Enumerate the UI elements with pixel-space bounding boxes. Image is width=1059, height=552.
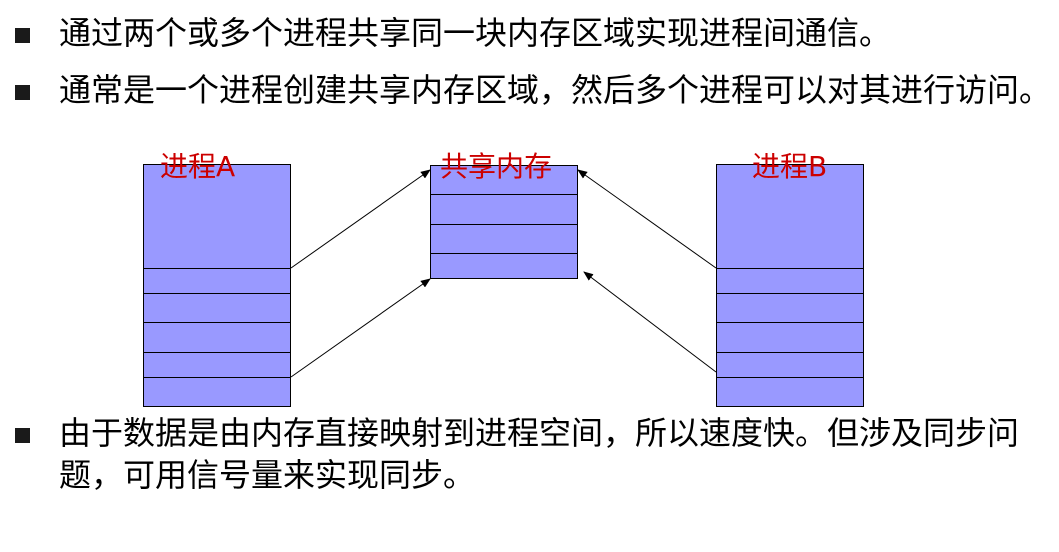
process-b-block [716, 164, 864, 407]
bullet-item-3: 由于数据是由内存直接映射到进程空间，所以速度快。但涉及同步问题，可用信号量来实现… [15, 412, 1055, 496]
process-b-divider [716, 352, 864, 353]
arrow-a-to-shared-top [290, 169, 431, 269]
square-bullet-icon [15, 428, 30, 443]
square-bullet-icon [15, 28, 30, 43]
process-a-divider [143, 268, 291, 269]
process-a-label: 进程A [160, 150, 236, 183]
process-b-divider [716, 268, 864, 269]
process-a-divider [143, 293, 291, 294]
process-a-divider [143, 352, 291, 353]
shared-memory-divider [430, 194, 578, 195]
arrow-a-to-shared-bottom [290, 278, 431, 378]
process-b-divider [716, 293, 864, 294]
process-a-divider [143, 377, 291, 378]
shared-memory-block [430, 165, 578, 279]
process-b-divider [716, 377, 864, 378]
bullet-item-2: 通常是一个进程创建共享内存区域，然后多个进程可以对其进行访问。 [15, 69, 1055, 111]
process-b-divider [716, 322, 864, 323]
shared-memory-divider [430, 224, 578, 225]
process-a-divider [143, 322, 291, 323]
bullet-text-1: 通过两个或多个进程共享同一块内存区域实现进程间通信。 [59, 14, 892, 52]
process-b-label: 进程B [752, 150, 828, 183]
bullet-item-1: 通过两个或多个进程共享同一块内存区域实现进程间通信。 [15, 12, 1055, 54]
shared-memory-divider [430, 253, 578, 254]
square-bullet-icon [15, 85, 30, 100]
shared-memory-label: 共享内存 [440, 150, 553, 183]
process-a-block [143, 164, 291, 407]
arrow-b-to-shared-bottom [583, 271, 717, 373]
bullet-text-2: 通常是一个进程创建共享内存区域，然后多个进程可以对其进行访问。 [59, 71, 1052, 109]
arrow-b-to-shared-top [577, 169, 717, 269]
bullet-text-3: 由于数据是由内存直接映射到进程空间，所以速度快。但涉及同步问题，可用信号量来实现… [59, 414, 1020, 494]
